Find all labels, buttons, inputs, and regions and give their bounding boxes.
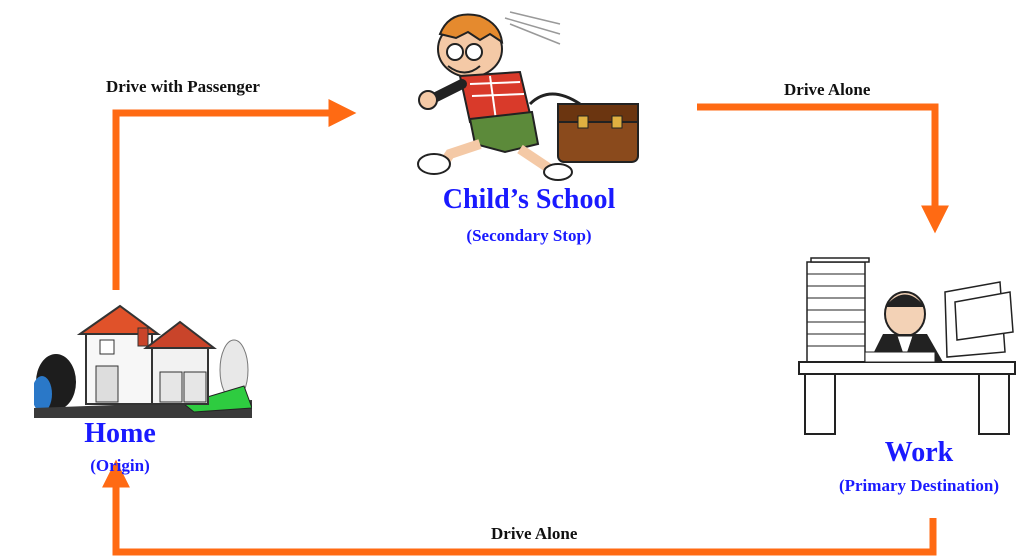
edge-label-work-home: Drive Alone	[491, 524, 578, 543]
running-child-icon	[417, 11, 639, 181]
office-worker-icon	[798, 257, 1016, 435]
work-subtitle: (Primary Destination)	[838, 476, 1000, 495]
school-title: Child’s School	[442, 184, 616, 215]
arrow-work-to-home	[102, 459, 937, 556]
arrow-home-to-school	[112, 99, 357, 290]
house-icon	[34, 304, 252, 418]
arrow-school-to-work	[697, 103, 949, 234]
work-title: Work	[884, 437, 954, 468]
edge-label-home-school: Drive with Passenger	[106, 77, 260, 96]
edge-label-school-work: Drive Alone	[784, 80, 871, 99]
school-subtitle: (Secondary Stop)	[466, 226, 592, 245]
home-subtitle: (Origin)	[90, 456, 150, 475]
home-title: Home	[84, 418, 156, 449]
